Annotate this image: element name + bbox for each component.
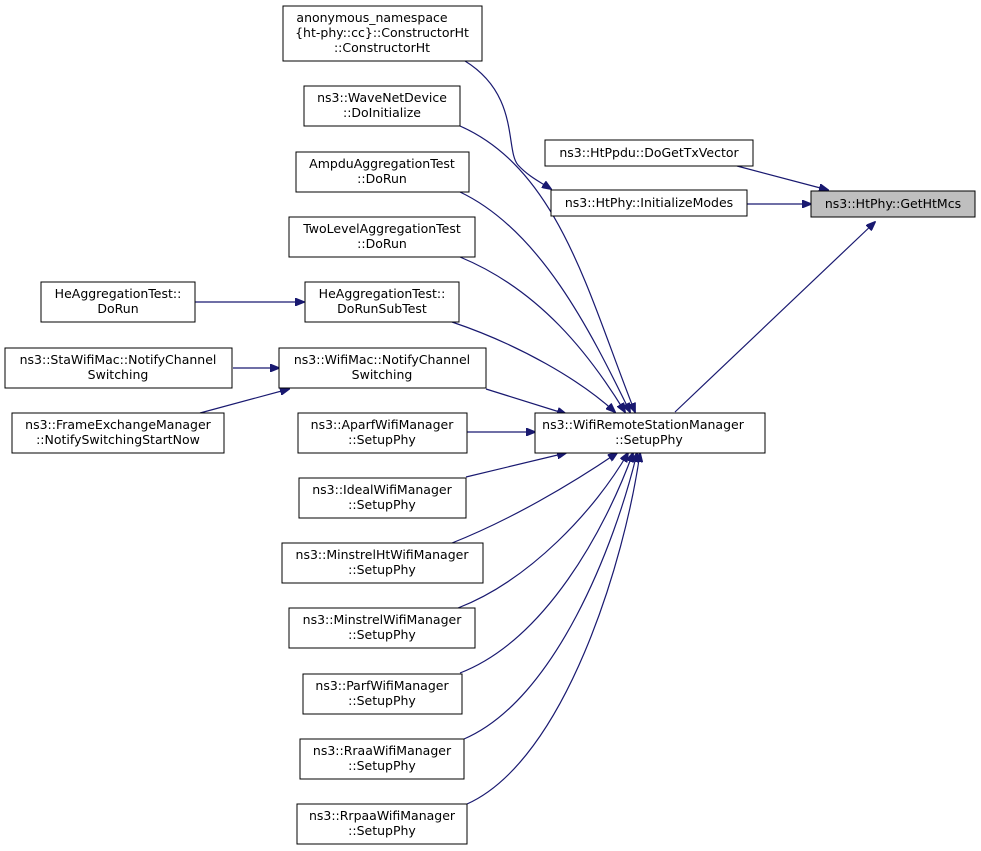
edge-rraa-to-wrsm-setupphy [463, 453, 637, 740]
node-wifimac-notify[interactable]: ns3::WifiMac::NotifyChannel Switching [278, 347, 487, 389]
node-label-line: ::SetupPhy [615, 432, 683, 447]
node-wrsm-setupphy[interactable]: ns3::WifiRemoteStationManager ::SetupPhy [534, 412, 766, 454]
node-label-line: ::SetupPhy [348, 758, 416, 773]
edge-ideal-to-wrsm-setupphy [465, 453, 566, 478]
edge-minstrelht-to-wrsm-setupphy [451, 453, 617, 544]
edge-he-subtest-to-wrsm-setupphy [451, 321, 615, 412]
edge-dogettxvector-to-gethtmcs [736, 165, 828, 190]
node-wavenetdevice[interactable]: ns3::WaveNetDevice ::DoInitialize [303, 85, 461, 127]
node-label-line: ns3::RrpaaWifiManager [309, 808, 456, 823]
node-minstrelht[interactable]: ns3::MinstrelHtWifiManager ::SetupPhy [281, 542, 484, 584]
node-he-dorun[interactable]: HeAggregationTest:: DoRun [40, 281, 196, 323]
node-constructorht[interactable]: anonymous_namespace {ht-phy::cc}::Constr… [282, 5, 483, 62]
edge-wrsm-setupphy-to-gethtmcs [674, 222, 875, 413]
node-rraa[interactable]: ns3::RraaWifiManager ::SetupPhy [299, 738, 465, 780]
node-label-line: ::ConstructorHt [334, 40, 430, 55]
node-label-line: ::SetupPhy [348, 562, 416, 577]
node-label-line: ns3::WifiMac::NotifyChannel [294, 352, 470, 367]
node-label-line: ns3::HtPhy::InitializeModes [565, 195, 733, 210]
edge-parf-to-wrsm-setupphy [459, 453, 633, 674]
node-gethtmcs[interactable]: ns3::HtPhy::GetHtMcs [810, 190, 976, 218]
nodes: ns3::HtPhy::GetHtMcs ns3::HtPpdu::DoGetT… [4, 5, 976, 845]
edge-rrpaa-to-wrsm-setupphy [466, 453, 640, 805]
node-label-line: ::DoRun [357, 236, 407, 251]
edge-wavenetdevice-to-wrsm-setupphy [459, 125, 635, 412]
node-dogettxvector[interactable]: ns3::HtPpdu::DoGetTxVector [544, 139, 754, 167]
node-label-line: ns3::WaveNetDevice [317, 90, 447, 105]
node-twolevel[interactable]: TwoLevelAggregationTest ::DoRun [288, 216, 476, 258]
node-label-line: TwoLevelAggregationTest [302, 221, 461, 236]
node-label-line: Switching [88, 367, 149, 382]
node-parf[interactable]: ns3::ParfWifiManager ::SetupPhy [302, 673, 463, 715]
node-label-line: ns3::HtPpdu::DoGetTxVector [559, 145, 739, 160]
edges [195, 60, 875, 805]
node-label-line: ns3::IdealWifiManager [312, 482, 452, 497]
node-label-line: ::SetupPhy [348, 497, 416, 512]
edge-wifimac-notify-to-wrsm-setupphy [485, 388, 566, 414]
node-fem-notify[interactable]: ns3::FrameExchangeManager ::NotifySwitch… [11, 412, 225, 454]
node-label-line: DoRunSubTest [337, 301, 427, 316]
node-label-line: ns3::FrameExchangeManager [25, 417, 211, 432]
node-label-line: ns3::MinstrelHtWifiManager [296, 547, 470, 562]
node-label-line: HeAggregationTest:: [55, 286, 182, 301]
node-label-line: anonymous_namespace [296, 10, 447, 25]
edge-minstrel-to-wrsm-setupphy [457, 453, 628, 609]
node-label-line: ns3::WifiRemoteStationManager [542, 417, 745, 432]
edge-constructorht-to-initializemodes [464, 60, 551, 189]
node-label-line: Switching [352, 367, 413, 382]
node-label-line: ::SetupPhy [348, 627, 416, 642]
node-label-line: ns3::HtPhy::GetHtMcs [825, 196, 961, 211]
node-label-line: {ht-phy::cc}::ConstructorHt [295, 25, 469, 40]
node-label-line: ns3::ParfWifiManager [315, 678, 449, 693]
node-label-line: ::SetupPhy [348, 823, 416, 838]
node-label-line: DoRun [97, 301, 138, 316]
node-label-line: ns3::MinstrelWifiManager [303, 612, 463, 627]
node-label-line: ::SetupPhy [348, 432, 416, 447]
node-he-subtest[interactable]: HeAggregationTest:: DoRunSubTest [304, 281, 460, 323]
edge-ampdu-to-wrsm-setupphy [459, 191, 630, 412]
node-label-line: ::NotifySwitchingStartNow [36, 432, 200, 447]
edge-twolevel-to-wrsm-setupphy [459, 256, 625, 412]
node-initializemodes[interactable]: ns3::HtPhy::InitializeModes [550, 189, 748, 217]
node-label-line: ns3::RraaWifiManager [313, 743, 452, 758]
node-sta-notify[interactable]: ns3::StaWifiMac::NotifyChannel Switching [4, 347, 233, 389]
node-ideal[interactable]: ns3::IdealWifiManager ::SetupPhy [298, 477, 467, 519]
node-label-line: ::DoInitialize [343, 105, 421, 120]
edge-fem-notify-to-wifimac-notify [199, 389, 289, 414]
node-ampdu[interactable]: AmpduAggregationTest ::DoRun [295, 151, 470, 193]
node-label-line: AmpduAggregationTest [309, 156, 455, 171]
node-label-line: HeAggregationTest:: [319, 286, 446, 301]
node-minstrel[interactable]: ns3::MinstrelWifiManager ::SetupPhy [288, 607, 476, 649]
node-aparf[interactable]: ns3::AparfWifiManager ::SetupPhy [297, 412, 468, 454]
node-label-line: ::SetupPhy [348, 693, 416, 708]
node-label-line: ::DoRun [357, 171, 407, 186]
node-label-line: ns3::AparfWifiManager [311, 417, 455, 432]
node-label-line: ns3::StaWifiMac::NotifyChannel [20, 352, 217, 367]
node-rrpaa[interactable]: ns3::RrpaaWifiManager ::SetupPhy [296, 803, 468, 845]
